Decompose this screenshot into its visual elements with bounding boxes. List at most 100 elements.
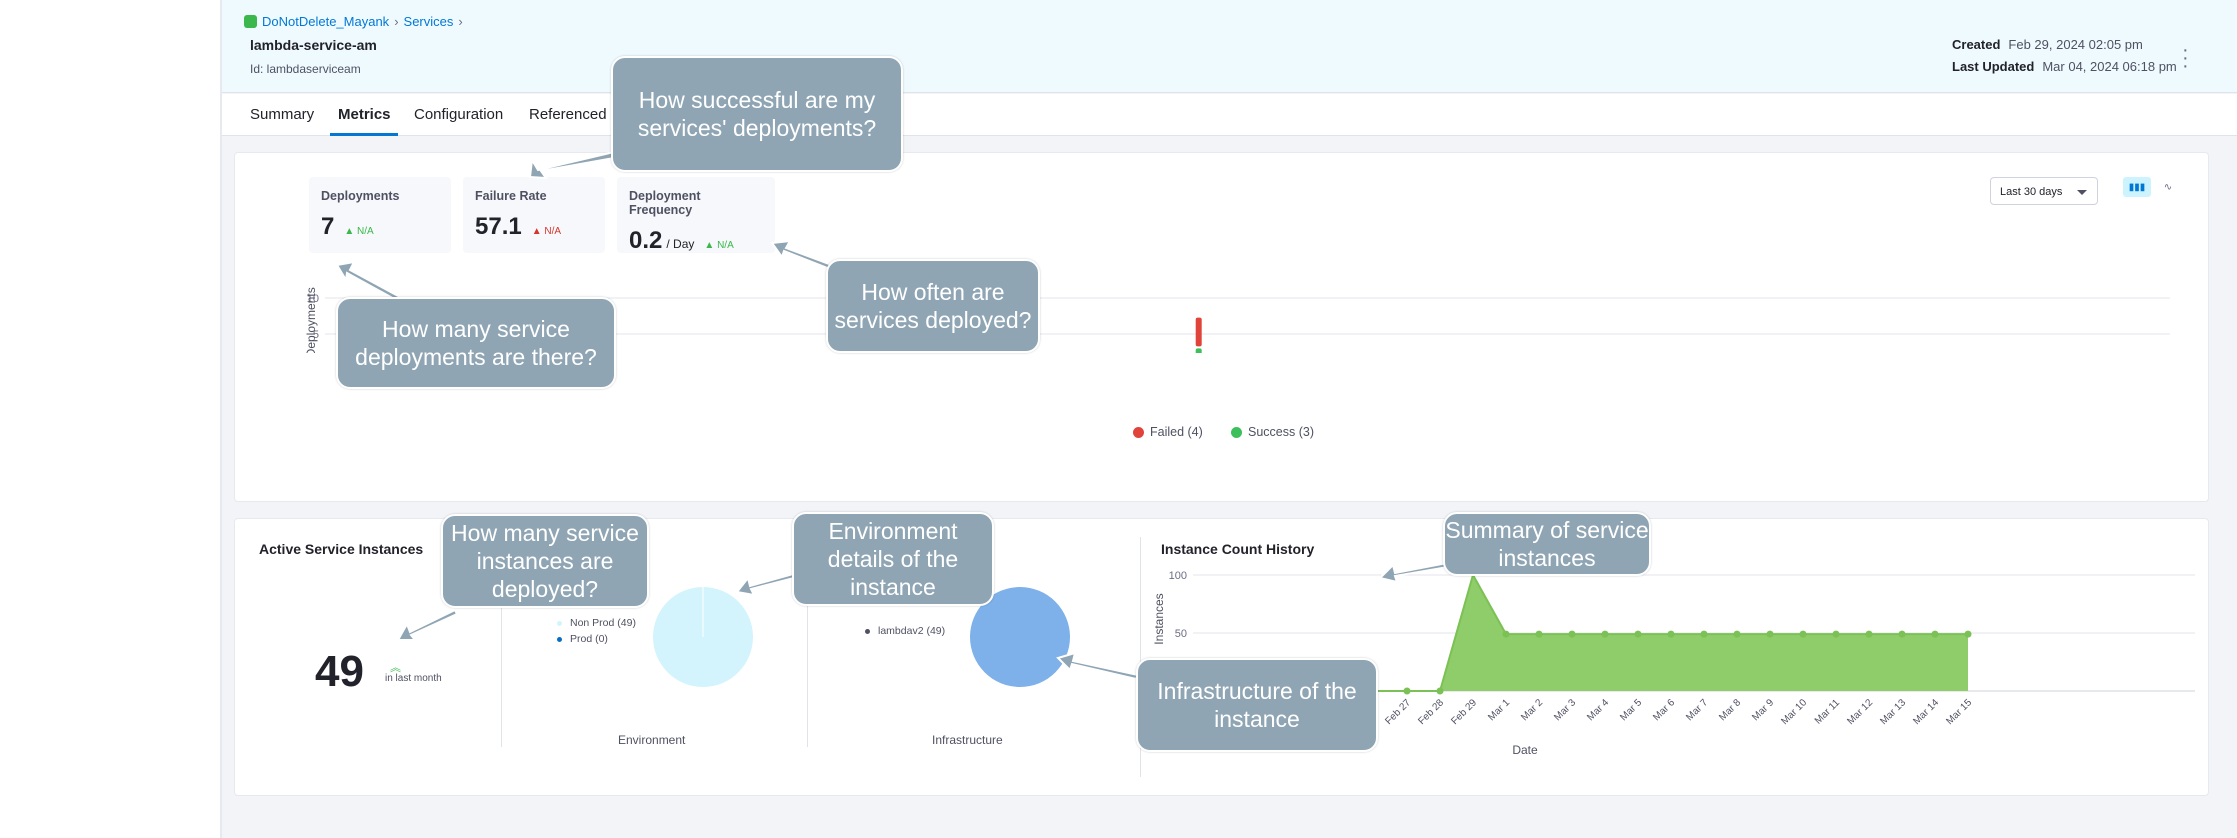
- x-tick-label: Feb 27: [1383, 697, 1413, 727]
- failure-rate-label: Failure Rate: [475, 189, 547, 203]
- breadcrumb: DoNotDelete_Mayank › Services ›: [244, 14, 463, 29]
- data-point: [1865, 630, 1873, 638]
- failure-rate-trend: N/A: [544, 226, 562, 237]
- created-label: Created: [1952, 37, 2001, 52]
- x-tick-label: Mar 7: [1684, 697, 1710, 723]
- deployments-card: Deployments 7▲ N/A Failure Rate 57.1 ▲ N/…: [234, 152, 2209, 502]
- infra-legend-lambdav2[interactable]: lambdav2 (49): [865, 623, 945, 639]
- active-instances-title: Active Service Instances: [259, 541, 424, 557]
- x-tick-label: Mar 11: [1813, 697, 1843, 727]
- frequency-stat: Deployment Frequency 0.2/ Day ▲ N/A: [617, 177, 775, 254]
- breadcrumb-project-link[interactable]: DoNotDelete_Mayank: [262, 14, 390, 29]
- data-point: [1568, 630, 1576, 638]
- bar-chart-icon[interactable]: ▮▮▮: [2123, 177, 2151, 197]
- x-tick-label: Mar 14: [1911, 697, 1941, 727]
- x-tick-label: Mar 9: [1750, 697, 1776, 723]
- data-point: [1799, 630, 1807, 638]
- more-options-icon[interactable]: ···: [2182, 39, 2189, 77]
- callout-environment-details: Environment details of the instance: [792, 512, 994, 606]
- deployments-stat: Deployments 7▲ N/A: [309, 177, 451, 253]
- infra-legend-label: lambdav2 (49): [878, 625, 946, 637]
- chevron-right-icon: ›: [394, 14, 399, 29]
- nonprod-dot-icon: [557, 620, 562, 626]
- callout-instance-summary: Summary of service instances: [1443, 512, 1651, 576]
- caret-down-icon: [2077, 190, 2087, 195]
- tab-bar: Summary Metrics Configuration Referenced: [222, 94, 2237, 136]
- area-fill: [1209, 575, 1968, 691]
- instance-count: 49: [315, 647, 364, 696]
- divider: [807, 597, 808, 747]
- x-tick-label: Mar 12: [1845, 697, 1875, 727]
- x-tick-label: Mar 5: [1618, 697, 1644, 723]
- main-panel: DoNotDelete_Mayank › Services › lambda-s…: [220, 0, 2237, 838]
- chart-view-toggle: ▮▮▮ ∿: [2123, 177, 2183, 197]
- legend-failed-label: Failed (4): [1150, 425, 1203, 439]
- updated-value: Mar 04, 2024 06:18 pm: [2042, 59, 2177, 74]
- tab-referenced[interactable]: Referenced: [529, 106, 607, 123]
- y-axis-label: # of Deployments: [304, 287, 318, 353]
- history-title: Instance Count History: [1161, 541, 1315, 557]
- service-id: Id: lambdaserviceam: [250, 62, 361, 76]
- x-tick-label: Mar 6: [1651, 697, 1677, 723]
- deployments-trend: N/A: [357, 226, 374, 237]
- data-point: [1601, 630, 1609, 638]
- callout-deployment-count: How many service deployments are there?: [336, 297, 616, 389]
- time-range-value: Last 30 days: [2000, 186, 2063, 198]
- infra-legend: lambdav2 (49): [865, 623, 945, 639]
- page-title: lambda-service-am: [250, 37, 377, 53]
- y-tick-label: 100: [1169, 570, 1187, 582]
- service-header: DoNotDelete_Mayank › Services › lambda-s…: [222, 0, 2237, 93]
- breadcrumb-services-link[interactable]: Services: [403, 14, 454, 29]
- tab-metrics[interactable]: Metrics: [338, 106, 391, 123]
- data-point: [1766, 630, 1774, 638]
- env-legend-nonprod-label: Non Prod (49): [570, 617, 636, 629]
- instance-history-chart: 50100Instances21Feb 22Feb 23Feb 24Feb 25…: [1152, 570, 2195, 757]
- deployments-chart: 0510# of DeploymentsFeb 20Feb 21Feb 22Fe…: [304, 287, 2170, 353]
- prod-dot-icon: [557, 636, 562, 642]
- data-point: [1667, 630, 1675, 638]
- callout-instances-deployed: How many service instances are deployed?: [441, 514, 649, 608]
- data-point: [1634, 630, 1642, 638]
- frequency-value: 0.2: [629, 227, 663, 254]
- trend-up-icon: ▲: [704, 240, 715, 251]
- time-range-dropdown[interactable]: Last 30 days: [1990, 177, 2098, 205]
- x-tick-label: Mar 3: [1552, 697, 1578, 723]
- callout-infrastructure: Infrastructure of the instance: [1136, 658, 1378, 752]
- frequency-label: Deployment Frequency: [629, 189, 701, 217]
- tab-summary[interactable]: Summary: [250, 106, 315, 123]
- x-tick-label: Mar 10: [1779, 697, 1809, 727]
- failure-rate-value: 57.1: [475, 213, 522, 240]
- env-legend-prod-label: Prod (0): [570, 633, 608, 645]
- data-point: [1832, 630, 1840, 638]
- lambdav2-dot-icon: [865, 628, 870, 634]
- y-axis-label: Instances: [1152, 593, 1166, 644]
- created-info: Created Feb 29, 2024 02:05 pm: [1952, 37, 2143, 52]
- legend-success[interactable]: Success (3): [1231, 425, 1314, 439]
- data-point: [1502, 630, 1510, 638]
- env-caption: Environment: [618, 733, 686, 747]
- instance-trend-label: in last month: [385, 673, 442, 684]
- data-point: [1898, 630, 1906, 638]
- x-tick-label: Feb 29: [1449, 697, 1479, 727]
- line-chart-icon[interactable]: ∿: [2163, 181, 2173, 193]
- env-legend: Non Prod (49) Prod (0): [557, 615, 636, 647]
- active-tab-indicator: [330, 133, 398, 136]
- x-tick-label: Mar 2: [1519, 697, 1545, 723]
- environment-pie: [653, 587, 753, 687]
- success-dot-icon: [1231, 426, 1242, 438]
- infra-pie-slice-lambdav2[interactable]: [970, 587, 1070, 687]
- infrastructure-pie: [970, 587, 1070, 687]
- data-point: [1700, 630, 1708, 638]
- data-point: [1931, 630, 1939, 638]
- created-value: Feb 29, 2024 02:05 pm: [2008, 37, 2143, 52]
- x-tick-label: Mar 4: [1585, 697, 1611, 723]
- x-tick-label: Mar 15: [1944, 697, 1974, 727]
- callout-deployment-success: How successful are my services' deployme…: [611, 56, 903, 172]
- data-point: [1535, 630, 1543, 638]
- env-legend-prod[interactable]: Prod (0): [557, 631, 636, 647]
- frequency-unit: / Day: [666, 237, 695, 251]
- tab-configuration[interactable]: Configuration: [414, 106, 504, 123]
- legend-failed[interactable]: Failed (4): [1133, 425, 1203, 439]
- frequency-trend: N/A: [717, 240, 734, 251]
- env-legend-nonprod[interactable]: Non Prod (49): [557, 615, 636, 631]
